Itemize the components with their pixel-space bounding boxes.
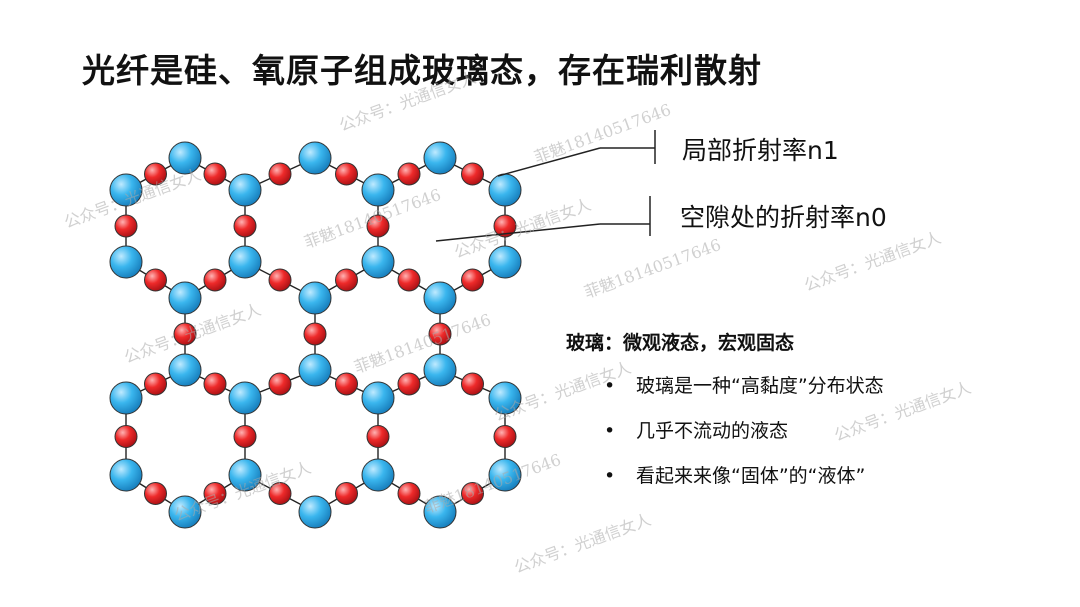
oxygen-atom (397, 268, 421, 292)
oxygen-atom (268, 268, 292, 292)
oxygen-atom (461, 268, 484, 292)
oxygen-atom (461, 162, 484, 186)
oxygen-atom (366, 214, 390, 238)
glass-heading: 玻璃：微观液态，宏观固态 (566, 332, 795, 354)
oxygen-atom (233, 425, 257, 448)
oxygen-atom (397, 162, 421, 186)
oxygen-atom (144, 372, 167, 396)
oxygen-atom (335, 482, 358, 505)
oxygen-atom (114, 425, 138, 448)
silicon-atom (488, 458, 522, 492)
silicon-atom (228, 381, 262, 415)
glass-bullet-text: 看起来来像“固体”的“液体” (636, 465, 866, 487)
glass-bullet-item: • 几乎不流动的液态 (598, 417, 884, 462)
oxygen-atom (203, 268, 227, 292)
silicon-atom (488, 381, 522, 415)
callout-n1-line (497, 147, 601, 177)
silicon-atom (168, 495, 202, 529)
silicon-atom (298, 353, 332, 387)
bullet-dot-icon: • (604, 420, 616, 442)
oxygen-atom (268, 162, 292, 186)
glass-bullet-text: 玻璃是一种“高黏度”分布状态 (636, 375, 884, 397)
silicon-atom (488, 245, 522, 279)
callout-n1-label: 局部折射率n1 (682, 136, 839, 165)
oxygen-atom (114, 214, 138, 238)
silicon-atom (423, 281, 457, 315)
silicon-atom (168, 141, 202, 175)
silicon-atom (361, 381, 395, 415)
silicon-atom (109, 245, 143, 279)
oxygen-atom (461, 482, 484, 505)
oxygen-atom (144, 162, 167, 186)
silicon-atom (298, 495, 332, 529)
oxygen-atom (268, 372, 292, 396)
callout-lines (435, 130, 656, 242)
silicon-atom (109, 458, 143, 492)
oxygen-atom (303, 322, 327, 346)
glass-bullet-item: • 看起来来像“固体”的“液体” (598, 462, 884, 507)
silicon-atom (168, 353, 202, 387)
oxygen-atom (203, 482, 227, 505)
glass-bullet-list: • 玻璃是一种“高黏度”分布状态 • 几乎不流动的液态 • 看起来来像“固体”的“液体… (598, 372, 884, 507)
oxygen-atom (397, 372, 421, 396)
oxygen-atom (173, 322, 197, 346)
oxygen-atom (233, 214, 257, 238)
silicon-atom (361, 173, 395, 207)
silicon-atom (361, 458, 395, 492)
oxygen-atom (493, 214, 517, 238)
silicon-atom (228, 245, 262, 279)
bullet-dot-icon: • (604, 375, 616, 397)
oxygen-atom (335, 162, 358, 186)
silicon-atom (109, 381, 143, 415)
silicon-atom (228, 458, 262, 492)
silicon-atom (423, 353, 457, 387)
oxygen-atom (397, 482, 421, 505)
oxygen-atom (366, 425, 390, 448)
silicon-atom (423, 141, 457, 175)
oxygen-atom (144, 482, 167, 505)
atoms-group (109, 141, 522, 529)
silicon-atom (228, 173, 262, 207)
oxygen-atom (335, 372, 358, 396)
oxygen-atom (493, 425, 517, 448)
silicon-atom (298, 281, 332, 315)
glass-bullet-item: • 玻璃是一种“高黏度”分布状态 (598, 372, 884, 417)
oxygen-atom (203, 372, 227, 396)
silicon-atom (168, 281, 202, 315)
silicon-atom (298, 141, 332, 175)
callout-n0-label: 空隙处的折射率n0 (680, 203, 887, 232)
oxygen-atom (203, 162, 227, 186)
oxygen-atom (461, 372, 484, 396)
oxygen-atom (144, 268, 167, 292)
callout-n0-line (435, 223, 601, 242)
oxygen-atom (428, 322, 452, 346)
glass-bullet-text: 几乎不流动的液态 (636, 420, 789, 442)
oxygen-atom (335, 268, 358, 292)
silicon-atom (361, 245, 395, 279)
bullet-dot-icon: • (604, 465, 616, 487)
silicon-atom (488, 173, 522, 207)
silicon-atom (423, 495, 457, 529)
oxygen-atom (268, 482, 292, 505)
silicon-atom (109, 173, 143, 207)
page-title: 光纤是硅、氧原子组成玻璃态，存在瑞利散射 (82, 51, 762, 90)
